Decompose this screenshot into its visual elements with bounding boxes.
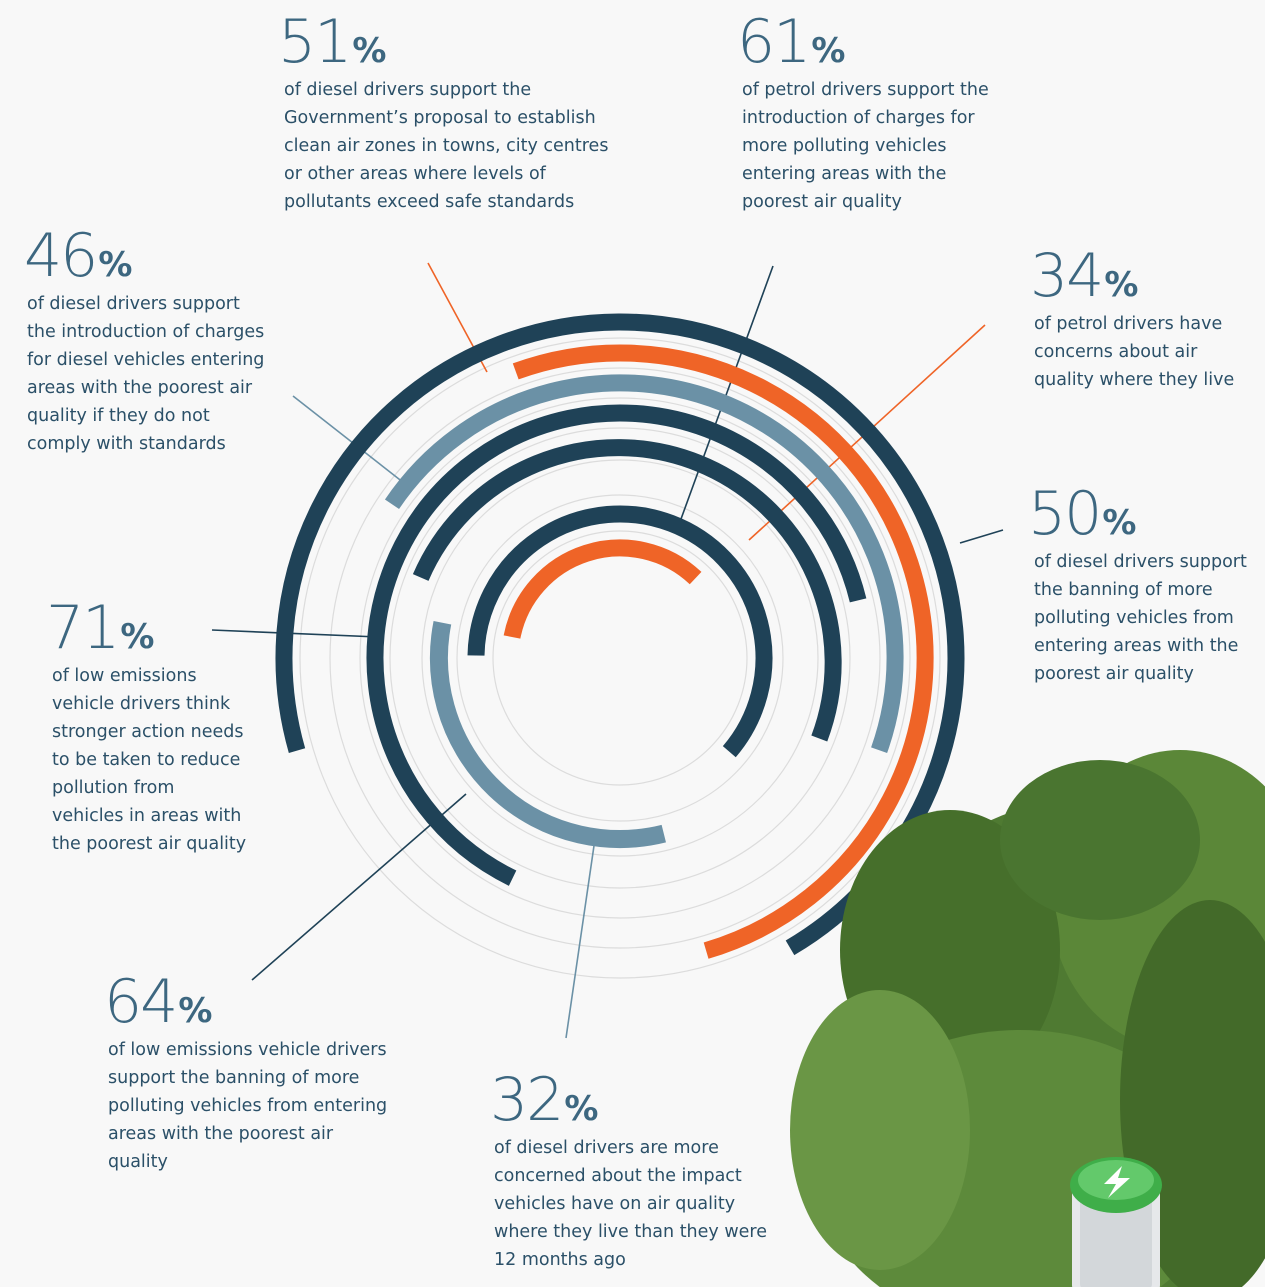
gridline-circle — [421, 459, 819, 857]
arc-71 — [275, 313, 965, 956]
stat-description: of diesel drivers support the banning of… — [1034, 552, 1247, 684]
stat-value: 71 — [46, 593, 120, 663]
gridline-circle — [389, 427, 851, 889]
stat-51: 51% of diesel drivers support the Govern… — [278, 12, 618, 216]
stat-value: 50 — [1028, 479, 1102, 549]
stat-description: of low emissions vehicle drivers support… — [108, 1040, 388, 1172]
gridline-circle — [456, 494, 784, 822]
charging-station-icon — [1070, 1157, 1162, 1287]
arc-34 — [503, 539, 702, 639]
stat-value: 64 — [104, 967, 178, 1037]
arc-46 — [384, 374, 904, 754]
gridline-circle — [299, 337, 941, 979]
stat-71: 71% of low emissions vehicle drivers thi… — [46, 598, 251, 858]
stat-value: 32 — [490, 1065, 564, 1135]
arc-51 — [512, 344, 934, 959]
stat-value: 46 — [24, 221, 98, 291]
stat-description: of petrol drivers support the introducti… — [742, 80, 989, 212]
stat-32: 32% of diesel drivers are more concerned… — [490, 1070, 770, 1274]
callout-line — [959, 529, 1004, 544]
stat-description: of diesel drivers support the introducti… — [27, 294, 265, 454]
stat-34: 34% of petrol drivers have concerns abou… — [1030, 246, 1250, 394]
stat-unit: % — [564, 1089, 599, 1129]
stat-value: 51 — [278, 7, 352, 77]
stat-unit: % — [1102, 503, 1137, 543]
stat-unit: % — [178, 991, 213, 1031]
arc-61 — [467, 505, 773, 758]
stat-unit: % — [352, 31, 387, 71]
arc-50 — [412, 439, 842, 742]
stat-description: of petrol drivers have concerns about ai… — [1034, 314, 1235, 390]
arc-32 — [429, 621, 666, 848]
stat-unit: % — [98, 245, 133, 285]
stat-64: 64% of low emissions vehicle drivers sup… — [104, 972, 394, 1176]
stat-description: of diesel drivers are more concerned abo… — [494, 1138, 767, 1270]
gridline-circle — [359, 397, 881, 919]
stat-unit: % — [120, 617, 155, 657]
stat-value: 61 — [737, 7, 811, 77]
callout-line — [292, 395, 405, 484]
stat-46: 46% of diesel drivers support the introd… — [24, 226, 269, 458]
gridline-circle — [492, 530, 748, 786]
chart-arcs — [275, 313, 965, 959]
gridline-circle — [329, 367, 911, 949]
stat-description: of low emissions vehicle drivers think s… — [52, 666, 247, 854]
callout-line — [211, 629, 379, 638]
stat-value: 34 — [1030, 241, 1104, 311]
callout-line — [565, 831, 597, 1039]
stat-61: 61% of petrol drivers support the introd… — [737, 12, 1007, 216]
stat-50: 50% of diesel drivers support the bannin… — [1028, 484, 1264, 688]
chart-gridlines — [299, 337, 941, 979]
stat-description: of diesel drivers support the Government… — [284, 80, 609, 212]
arc-64 — [366, 404, 867, 886]
stat-unit: % — [811, 31, 846, 71]
stat-unit: % — [1104, 265, 1139, 305]
